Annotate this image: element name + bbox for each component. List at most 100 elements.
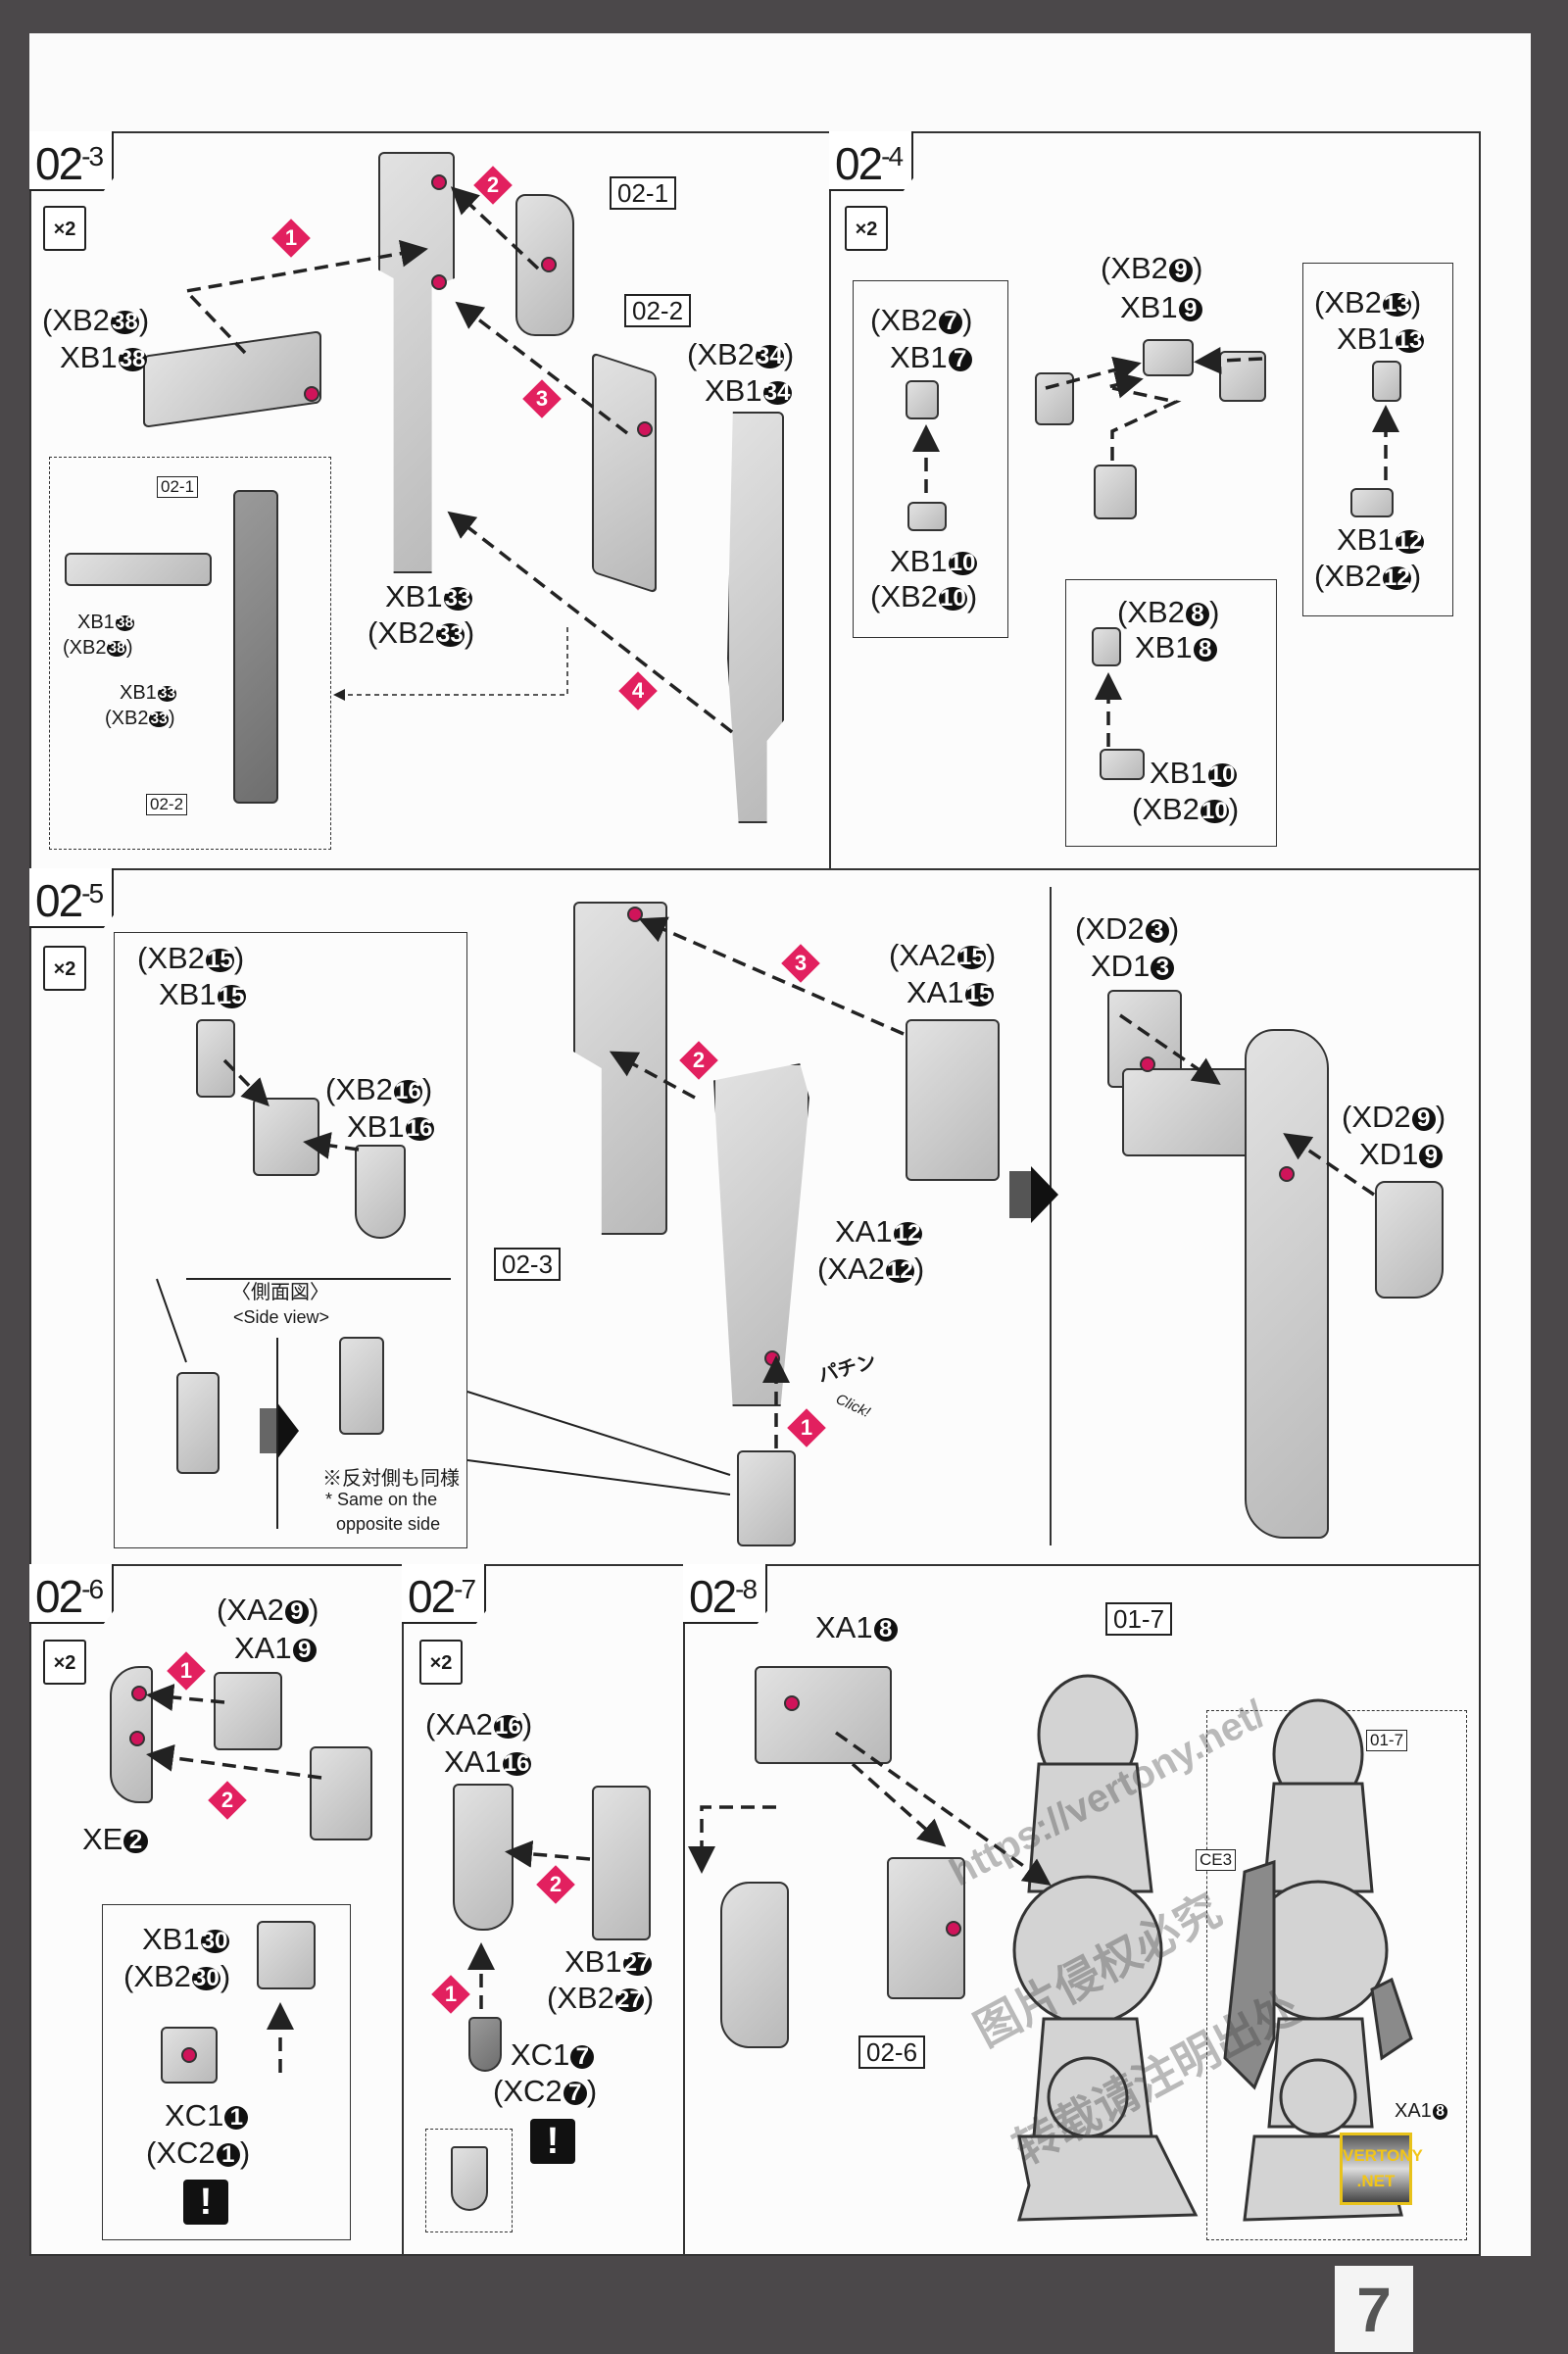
part-number: 8 bbox=[1185, 602, 1210, 626]
part-illustration bbox=[339, 1337, 384, 1435]
part-label: (XA216) bbox=[425, 1707, 533, 1741]
note-en: opposite side bbox=[336, 1514, 441, 1534]
quantity-badge: ×2 bbox=[419, 1640, 463, 1685]
reference-box: 02-2 bbox=[146, 794, 188, 815]
part-number: 13 bbox=[1382, 290, 1411, 318]
part-illustration bbox=[257, 1921, 316, 1989]
part-illustration bbox=[1245, 1029, 1329, 1539]
reference-box: 02-1 bbox=[157, 476, 199, 498]
part-label: (XB227) bbox=[547, 1981, 655, 2015]
part-number: 33 bbox=[435, 620, 465, 648]
part-illustration bbox=[907, 502, 947, 531]
part-label: (XA212) bbox=[817, 1251, 925, 1286]
part-label: XB133 bbox=[385, 579, 472, 613]
part-label: XB112 bbox=[1337, 522, 1424, 557]
part-illustration bbox=[1092, 627, 1121, 666]
vertony-logo: VERTONY.NET bbox=[1340, 2133, 1423, 2205]
part-number: 9 bbox=[284, 1599, 310, 1624]
part-number: 8 bbox=[1432, 2104, 1448, 2120]
part-label: XB138 bbox=[60, 340, 147, 374]
detail-inset bbox=[853, 280, 1008, 638]
part-number: 10 bbox=[938, 584, 967, 612]
peg-marker bbox=[181, 2047, 197, 2063]
peg-marker bbox=[637, 421, 653, 437]
part-number: 7 bbox=[938, 310, 963, 334]
part-number: 15 bbox=[217, 982, 246, 1009]
part-number: 12 bbox=[1395, 527, 1424, 555]
part-label: (XB233) bbox=[368, 615, 475, 650]
quantity-badge: ×2 bbox=[43, 206, 86, 251]
part-number: 3 bbox=[1151, 956, 1175, 980]
step-marker: 2 bbox=[539, 1868, 572, 1901]
part-label: XB134 bbox=[705, 373, 792, 408]
part-illustration bbox=[887, 1857, 965, 1999]
part-number: 38 bbox=[107, 640, 126, 658]
part-number: 3 bbox=[1145, 918, 1169, 943]
peg-marker bbox=[1279, 1166, 1295, 1182]
part-number: 7 bbox=[570, 2044, 595, 2069]
peg-marker bbox=[131, 1686, 147, 1701]
part-number: 13 bbox=[1395, 326, 1424, 354]
part-illustration bbox=[755, 1666, 892, 1764]
warning-icon: ! bbox=[530, 2119, 575, 2164]
part-illustration bbox=[720, 1882, 789, 2048]
detail-inset bbox=[102, 1904, 351, 2240]
part-number: 16 bbox=[493, 1712, 522, 1740]
peg-marker bbox=[304, 386, 319, 402]
step-number: 02-5 bbox=[29, 868, 115, 928]
part-label: XB110 bbox=[1150, 756, 1237, 790]
detail-inset bbox=[1065, 579, 1277, 847]
part-number: 27 bbox=[622, 1949, 652, 1977]
part-number: 9 bbox=[1168, 258, 1194, 282]
part-illustration bbox=[214, 1672, 282, 1750]
part-number: 27 bbox=[614, 1986, 644, 2013]
part-illustration bbox=[592, 1786, 651, 1940]
part-illustration bbox=[1143, 339, 1194, 376]
step-marker: 1 bbox=[274, 221, 308, 255]
part-number: 2 bbox=[123, 1829, 148, 1853]
peg-marker bbox=[129, 1731, 145, 1746]
part-label: XA112 bbox=[835, 1214, 922, 1249]
part-number: 7 bbox=[948, 347, 972, 371]
part-number: 8 bbox=[873, 1617, 898, 1642]
part-label: (XB216) bbox=[325, 1072, 433, 1106]
step-number: 02-3 bbox=[29, 131, 115, 191]
step-marker: 1 bbox=[434, 1978, 467, 2011]
part-illustration bbox=[196, 1019, 235, 1098]
part-label: XA116 bbox=[444, 1744, 531, 1779]
side-view-label-jp: 〈側面図〉 bbox=[231, 1282, 329, 1303]
reference-box: 02-2 bbox=[624, 294, 692, 327]
part-number: 34 bbox=[762, 378, 792, 406]
detail-inset bbox=[425, 2129, 513, 2232]
part-number: 9 bbox=[1411, 1106, 1436, 1131]
part-number: 38 bbox=[110, 308, 139, 335]
part-number: 10 bbox=[1207, 760, 1237, 788]
part-number: 10 bbox=[1200, 797, 1229, 824]
page-number: 7 bbox=[1335, 2266, 1413, 2352]
reference-box: 02-3 bbox=[494, 1248, 562, 1281]
part-label: (XB212) bbox=[1314, 559, 1422, 593]
part-number: 33 bbox=[157, 685, 177, 703]
part-illustration bbox=[1100, 749, 1145, 780]
reference-box: 02-1 bbox=[610, 176, 677, 210]
detail-inset bbox=[49, 457, 331, 850]
part-number: 15 bbox=[205, 946, 234, 973]
step-number: 02-8 bbox=[683, 1564, 768, 1624]
part-label: (XB210) bbox=[1132, 792, 1240, 826]
part-illustration bbox=[310, 1746, 372, 1840]
part-illustration bbox=[468, 2017, 502, 2072]
step-marker: 2 bbox=[476, 169, 510, 202]
detail-inset bbox=[114, 932, 467, 1548]
part-illustration bbox=[1035, 372, 1074, 425]
part-number: 9 bbox=[1178, 297, 1202, 321]
